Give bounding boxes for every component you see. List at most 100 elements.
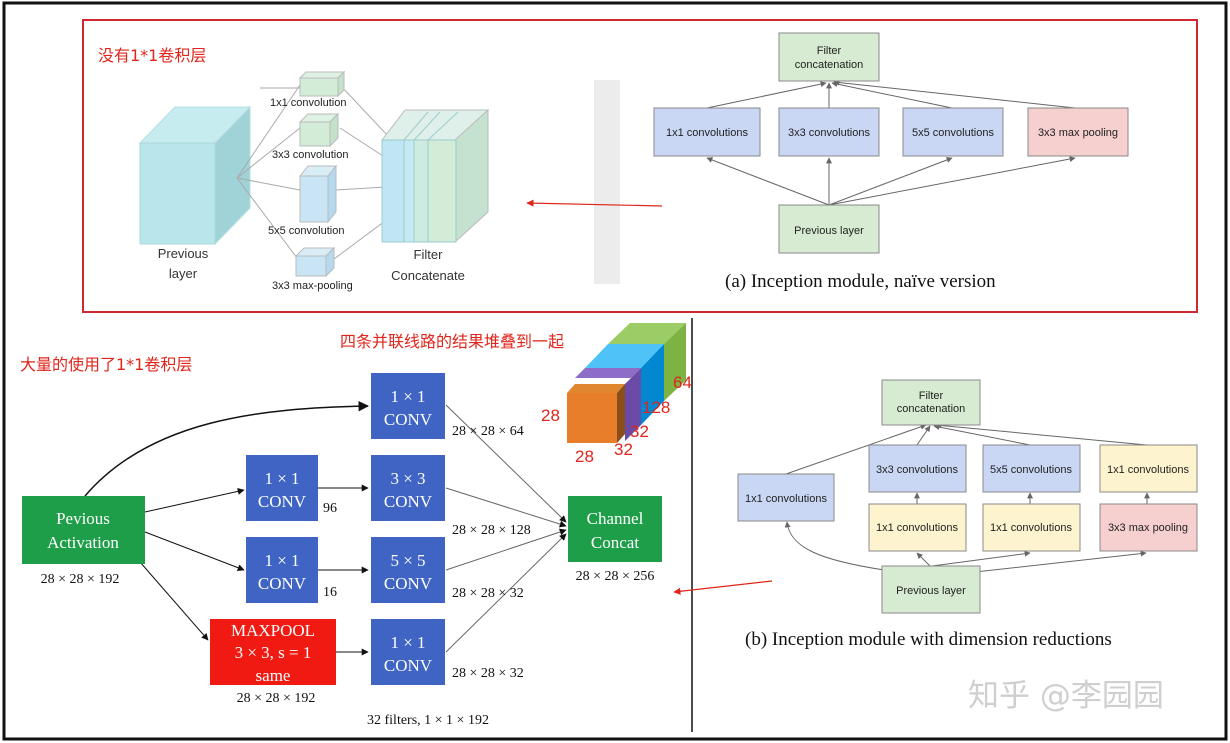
naive-caption: (a) Inception module, naïve version (725, 271, 996, 292)
output-dim-4: 28 × 28 × 32 (452, 666, 524, 681)
red-3x3-label: 3x3 convolutions (876, 464, 958, 476)
conv1x1-top-line1: 1 × 1 (390, 387, 425, 406)
naive-1x1-label: 1x1 convolutions (666, 127, 748, 139)
conv1x1-pool-box (371, 619, 445, 685)
conv5x5-line2: CONV (384, 574, 433, 593)
stacked-block-3d (567, 323, 686, 443)
previous-activation-box (22, 496, 145, 564)
stack-num-32b: 32 (614, 440, 633, 459)
conv1x1-reduce-b-line2: CONV (258, 574, 307, 593)
red-filter-concat-line2: concatenation (897, 403, 966, 415)
naive-5x5-box (902, 107, 1004, 157)
filters-note: 32 filters, 1 × 1 × 192 (367, 713, 489, 728)
previous-activation-line1: Pevious (56, 509, 110, 528)
conv5x5-label: 5x5 convolution (268, 225, 344, 237)
filter-concatenate-stack (380, 108, 490, 244)
stack-num-32a: 32 (630, 422, 649, 441)
filter-concatenate-label-line2: Concatenate (391, 268, 465, 283)
conv1x1-top-line2: CONV (384, 410, 433, 429)
cube-5x5 (298, 164, 338, 224)
red-filter-concat-line1: Filter (919, 390, 944, 402)
bottom-note-many-1x1: 大量的使用了1*1卷积层 (20, 355, 192, 374)
red-5x5-label: 5x5 convolutions (990, 464, 1072, 476)
naive-filter-concat-label-line1: Filter (817, 45, 842, 57)
naive-filter-concat-box (778, 32, 880, 82)
top-note-no-1x1: 没有1*1卷积层 (98, 46, 206, 65)
num-96: 96 (323, 501, 337, 516)
red-left-1x1-box (737, 473, 835, 522)
grey-divider-stripe (594, 80, 620, 284)
red-bot-1x1-a-box (868, 503, 967, 552)
conv1x1-reduce-b-line1: 1 × 1 (264, 551, 299, 570)
naive-3x3-label: 3x3 convolutions (788, 127, 870, 139)
conv3x3-label: 3x3 convolution (272, 149, 348, 161)
output-dim-2: 28 × 28 × 128 (452, 523, 531, 538)
naive-5x5-label: 5x5 convolutions (912, 127, 994, 139)
maxpool-label: 3x3 max-pooling (272, 280, 353, 292)
red-bot-1x1-b-label: 1x1 convolutions (990, 522, 1072, 534)
output-dim-1: 28 × 28 × 64 (452, 424, 524, 439)
red-top-1x1-box (1099, 444, 1198, 493)
red-left-1x1-label: 1x1 convolutions (745, 493, 827, 505)
conv1x1-reduce-a-box (246, 455, 318, 521)
red-filter-concat-box (881, 379, 981, 426)
maxpool-line1: MAXPOOL (231, 621, 315, 640)
previous-layer-cube-front (139, 142, 216, 245)
output-dim-3: 28 × 28 × 32 (452, 586, 524, 601)
top-red-frame (82, 19, 1198, 313)
naive-previous-layer-label: Previous layer (794, 225, 864, 237)
maxpool-box (210, 619, 336, 685)
naive-previous-layer-box (778, 204, 880, 254)
naive-maxpool-box (1027, 107, 1129, 157)
channel-concat-box (568, 496, 662, 562)
conv1x1-pool-line1: 1 × 1 (390, 633, 425, 652)
red-top-1x1-label: 1x1 convolutions (1107, 464, 1189, 476)
conv1x1-pool-line2: CONV (384, 656, 433, 675)
previous-layer-label-line1: Previous (158, 246, 209, 261)
previous-layer-label-line2: layer (169, 266, 198, 281)
naive-3x3-box (778, 107, 880, 157)
stack-num-128: 128 (642, 398, 670, 417)
reduction-caption: (b) Inception module with dimension redu… (745, 629, 1112, 650)
channel-concat-line1: Channel (587, 509, 644, 528)
filter-concatenate-label-line1: Filter (414, 247, 444, 262)
red-5x5-box (982, 444, 1081, 493)
conv3x3-line1: 3 × 3 (390, 469, 425, 488)
stack-note: 四条并联线路的结果堆叠到一起 (340, 332, 564, 351)
red-bot-1x1-b-box (982, 503, 1081, 552)
conv1x1-reduce-a-line1: 1 × 1 (264, 469, 299, 488)
red-previous-layer-box (881, 565, 981, 614)
maxpool-line2: 3 × 3, s = 1 (235, 643, 312, 662)
stack-num-64: 64 (673, 373, 692, 392)
conv1x1-top-box (371, 373, 445, 439)
previous-activation-dim: 28 × 28 × 192 (41, 572, 120, 587)
channel-concat-dim: 28 × 28 × 256 (576, 569, 655, 584)
red-maxpool-box (1099, 503, 1198, 552)
previous-activation-line2: Activation (47, 533, 119, 552)
maxpool-dim: 28 × 28 × 192 (237, 691, 316, 706)
red-arrow-top (526, 199, 663, 207)
red-arrow-bottom (673, 580, 773, 595)
andrew-inception-diagram: Pevious Activation 28 × 28 × 192 1 × 1 C… (22, 373, 662, 728)
cube-1x1 (298, 70, 346, 98)
num-16: 16 (323, 585, 337, 600)
conv3x3-line2: CONV (384, 492, 433, 511)
conv3x3-box (371, 455, 445, 521)
naive-3d-figure: Previous layer 1x1 convolution 3x3 convo… (138, 70, 490, 292)
stack-num-28a: 28 (541, 406, 560, 425)
channel-concat-line2: Concat (591, 533, 639, 552)
red-previous-layer-label: Previous layer (896, 585, 966, 597)
zhihu-watermark: 知乎 @李园园 (968, 678, 1164, 714)
red-3x3-box (868, 444, 967, 493)
naive-version-diagram: Filter concatenation 1x1 convolutions 3x… (653, 32, 1129, 292)
red-maxpool-label: 3x3 max pooling (1108, 522, 1188, 534)
conv5x5-box (371, 537, 445, 603)
conv1x1-reduce-a-line2: CONV (258, 492, 307, 511)
cube-maxpool (294, 246, 336, 278)
cube-3x3 (298, 112, 340, 148)
conv1x1-reduce-b-box (246, 537, 318, 603)
stack-num-28b: 28 (575, 447, 594, 466)
conv1x1-label: 1x1 convolution (270, 97, 346, 109)
